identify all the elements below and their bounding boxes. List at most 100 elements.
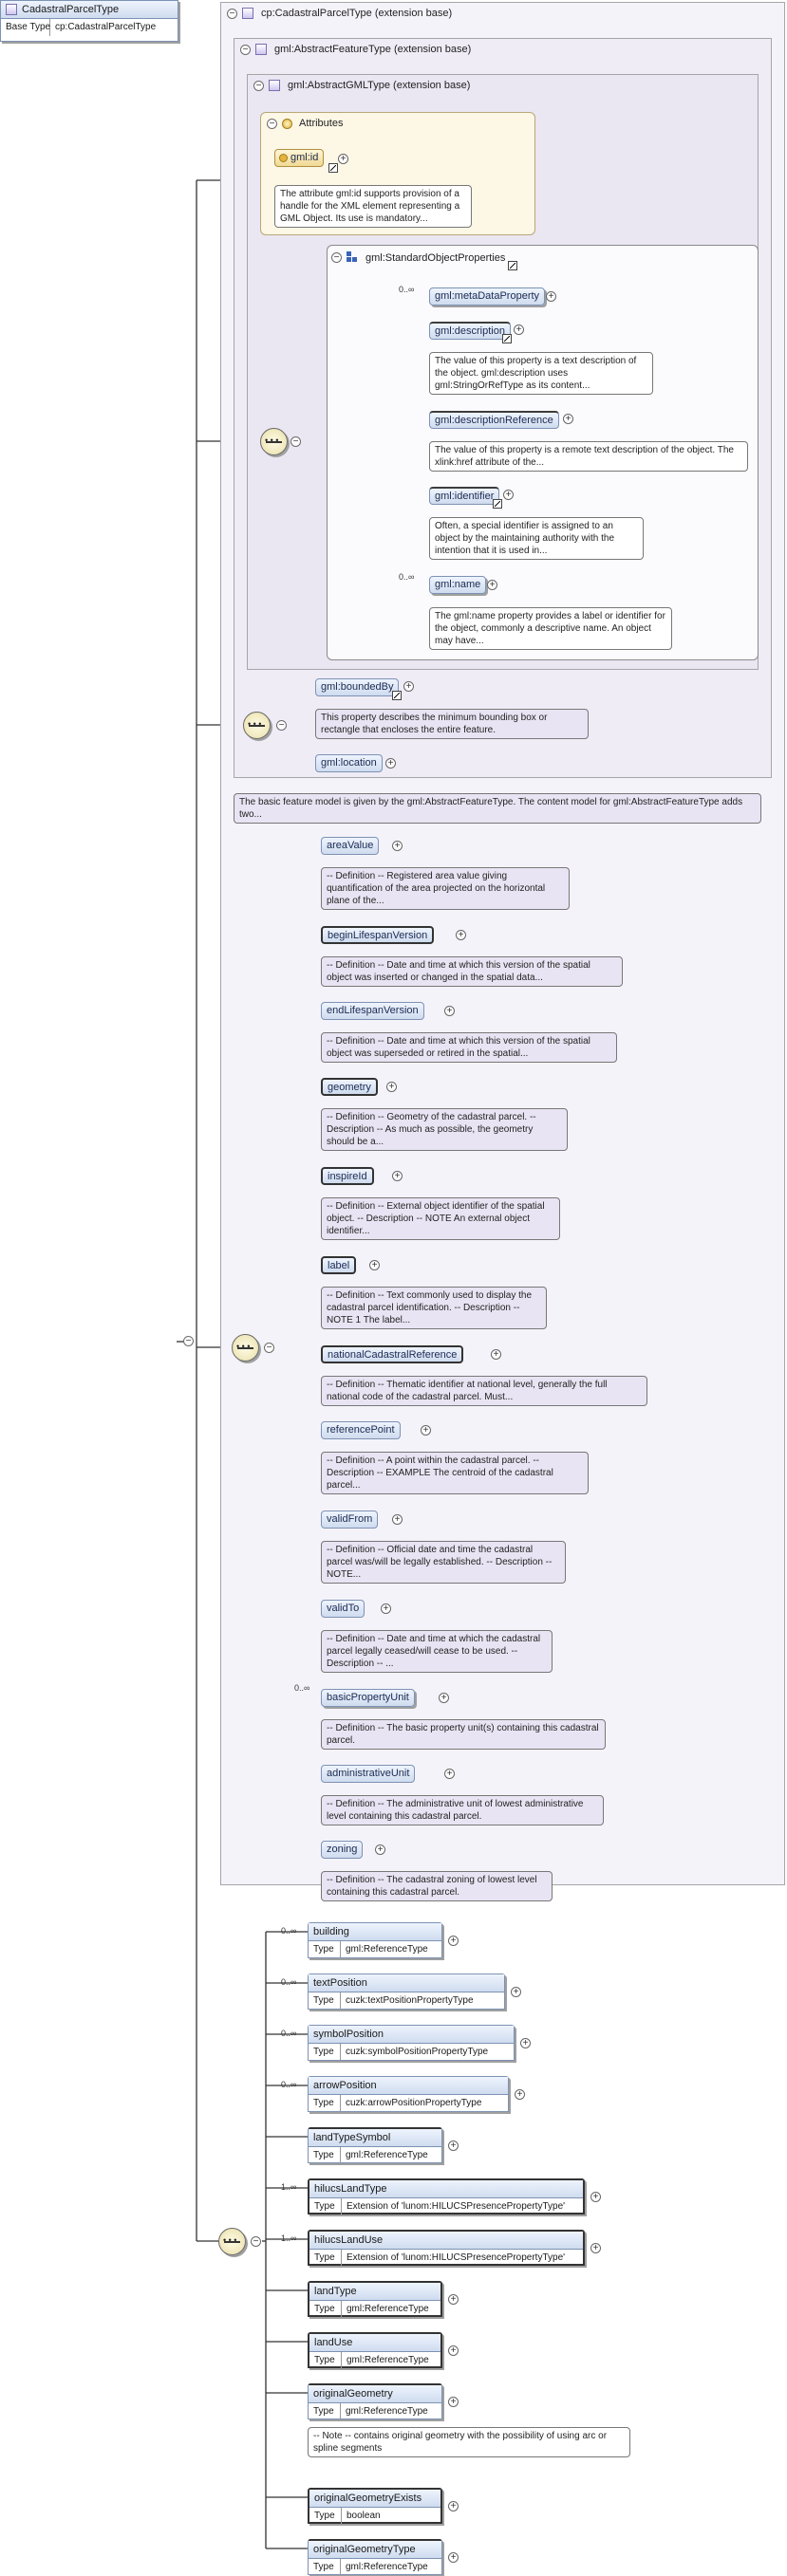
expand-icon[interactable]: + [381,1603,391,1614]
expand-icon[interactable]: + [386,1082,397,1092]
sequence-compositor-icon[interactable] [218,2228,246,2255]
expand-icon[interactable]: + [439,1693,449,1703]
gml-id-attribute[interactable]: gml:id [274,149,325,167]
element-gml-description[interactable]: gml:description [429,322,511,340]
expand-icon[interactable]: + [448,2294,459,2305]
element-gml-metadataproperty[interactable]: gml:metaDataProperty [429,287,546,306]
gml-id-expand[interactable]: + [338,154,348,164]
expand-icon[interactable]: + [456,930,466,940]
element-beginlifespanversion[interactable]: beginLifespanVersion [321,926,435,944]
cp-frame-toggle[interactable]: − [227,9,237,19]
element-label: originalGeometry [313,2388,393,2400]
element-label[interactable]: label [321,1256,357,1274]
expand-icon[interactable]: + [444,1006,455,1016]
expand-icon[interactable]: + [369,1260,380,1270]
element-zoning[interactable]: zoning [321,1841,364,1859]
element-validto[interactable]: validTo [321,1600,365,1618]
element-label: administrativeUnit [327,1768,410,1779]
expand-icon[interactable]: + [392,1514,403,1525]
expand-icon[interactable]: + [421,1425,431,1436]
feature-frame-toggle[interactable]: − [240,45,251,55]
element-note: -- Definition -- Text commonly used to d… [321,1287,547,1329]
element-validfrom[interactable]: validFrom [321,1510,379,1529]
group-toggle[interactable]: − [331,252,342,263]
type-label: Type [309,2508,342,2525]
element-nationalcadastralreference[interactable]: nationalCadastralReference [321,1345,464,1363]
expand-icon[interactable]: + [385,758,396,769]
root-type-box[interactable]: CadastralParcelType Base Type cp:Cadastr… [0,0,178,42]
expand-icon[interactable]: + [448,2397,459,2407]
expand-icon[interactable]: + [392,841,403,851]
element-gml-boundedby[interactable]: gml:boundedBy [315,678,400,696]
element-note: -- Definition -- Official date and time … [321,1541,566,1584]
expand-icon[interactable]: + [448,2345,459,2356]
type-label: Type [309,2198,342,2215]
reference-arrow-icon[interactable] [493,499,502,509]
expand-icon[interactable]: + [448,2552,459,2563]
expand-icon[interactable]: + [448,2501,459,2511]
element-basicpropertyunit[interactable]: basicPropertyUnit [321,1689,415,1707]
element-note: The value of this property is a text des… [429,352,653,395]
expand-icon[interactable]: + [520,2038,531,2048]
element-gml-location[interactable]: gml:location [315,754,383,772]
sequence-compositor-icon[interactable] [232,1334,259,1362]
element-gml-descriptionreference[interactable]: gml:descriptionReference [429,411,559,429]
element-note: Often, a special identifier is assigned … [429,517,644,560]
expand-icon[interactable]: + [590,2192,601,2202]
element-inspireid[interactable]: inspireId [321,1167,374,1185]
element-endlifespanversion[interactable]: endLifespanVersion [321,1002,424,1020]
cp-sequence-toggle[interactable]: − [264,1343,274,1353]
expand-icon[interactable]: + [487,580,497,590]
element-label: arrowPosition [313,2080,377,2091]
element-referencepoint[interactable]: referencePoint [321,1421,401,1439]
expand-icon[interactable]: + [514,324,524,335]
expand-icon[interactable]: + [403,681,414,692]
gml-frame-toggle[interactable]: − [253,81,264,91]
element-gml-name[interactable]: gml:name [429,576,487,594]
element-areavalue[interactable]: areaValue [321,837,380,855]
sequence-compositor-icon[interactable] [260,428,288,455]
element-label: gml:description [435,325,505,337]
expand-icon[interactable]: + [392,1171,403,1181]
sequence-compositor-icon[interactable] [243,712,271,739]
reference-arrow-icon[interactable] [508,261,517,270]
expand-icon[interactable]: + [491,1349,501,1360]
element-geometry[interactable]: geometry [321,1078,378,1096]
element-gml-identifier[interactable]: gml:identifier [429,487,500,505]
feature-sequence-toggle[interactable]: − [276,720,287,731]
expand-icon[interactable]: + [444,1769,455,1779]
element-administrativeunit[interactable]: administrativeUnit [321,1765,416,1783]
root-collapse-toggle[interactable]: − [183,1336,194,1346]
element-note: -- Definition -- The basic property unit… [321,1719,606,1750]
expand-icon[interactable]: + [590,2243,601,2253]
ext-sequence-toggle[interactable]: − [251,2236,261,2247]
expand-icon[interactable]: + [511,1987,521,1997]
expand-icon[interactable]: + [515,2089,525,2100]
gml-sequence-toggle[interactable]: − [290,436,301,447]
reference-arrow-icon[interactable] [502,334,512,343]
reference-arrow-icon[interactable] [328,163,338,173]
expand-icon[interactable]: + [563,414,573,424]
type-label: Type [309,2044,341,2061]
expand-icon[interactable]: + [503,490,514,500]
attributes-toggle[interactable]: − [267,119,277,129]
expand-icon[interactable]: + [448,2140,459,2151]
reference-arrow-icon[interactable] [392,691,402,700]
expand-icon[interactable]: + [375,1844,385,1855]
group-icon [347,251,358,263]
element-label: gml:name [435,579,481,590]
expand-icon[interactable]: + [546,291,556,302]
expand-icon[interactable]: + [448,1936,459,1946]
